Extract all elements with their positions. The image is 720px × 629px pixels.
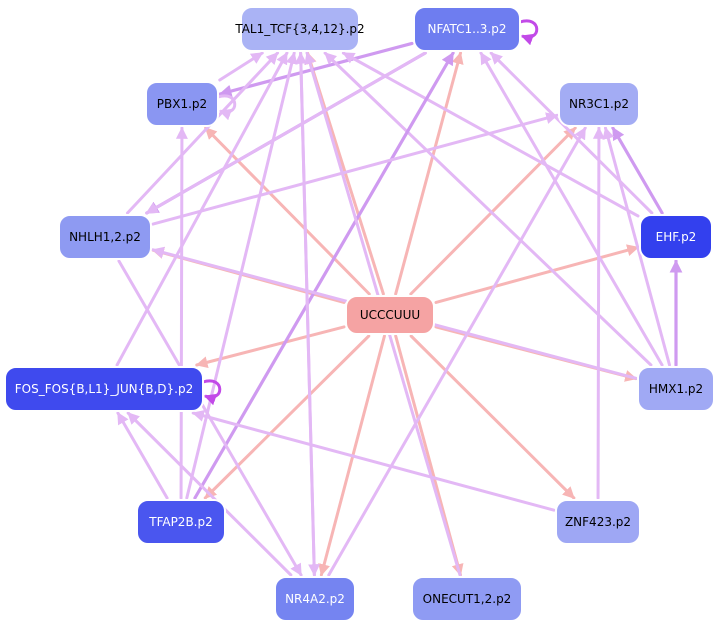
edge-ehf-to-nfatc1 <box>489 51 654 215</box>
node-box-znf423 <box>555 499 641 545</box>
nodes-layer: UCCCUUU TAL1_TCF{3,4,12}.p2 NFATC1..3.p2PB… <box>4 6 715 622</box>
node-tfap2b: TFAP2B.p2 <box>136 499 226 545</box>
edge-hmx1-to-nr3c1 <box>602 126 672 367</box>
self-loop-pbx1 <box>217 94 237 121</box>
edge-nfatc1-to-nhlh1 <box>145 51 427 215</box>
edge-tfap2b-to-nfatc1 <box>193 51 455 500</box>
node-box-onecut1 <box>411 576 523 622</box>
node-pbx1: PBX1.p2 <box>145 81 219 127</box>
node-fos: FOS_FOS{B,L1}_JUN{B,D}.p2 <box>4 366 204 412</box>
node-label-hmx1: HMX1.p2 <box>649 382 703 396</box>
node-label-pbx1: PBX1.p2 <box>157 97 207 111</box>
node-onecut1: ONECUT1,2.p2 <box>411 576 523 622</box>
edge-ucccuuu-to-nfatc1 <box>394 51 464 296</box>
node-box-nhlh1 <box>58 214 152 260</box>
node-nr3c1: NR3C1.p2 <box>558 81 640 127</box>
edge-tfap2b-to-fos <box>116 411 169 500</box>
edge-ucccuuu-to-znf423 <box>409 334 576 500</box>
node-box-pbx1 <box>145 81 219 127</box>
edge-znf423-to-fos <box>191 410 556 512</box>
edge-hmx1-to-nfatc1 <box>479 51 664 367</box>
node-tal1: TAL1_TCF{3,4,12}.p2 <box>234 6 365 52</box>
node-box-ehf <box>639 214 713 260</box>
node-box-tfap2b <box>136 499 226 545</box>
node-label-tfap2b: TFAP2B.p2 <box>148 515 213 529</box>
edge-nhlh1-to-nr3c1 <box>151 112 559 226</box>
node-label-ucccuuu: UCCCUUU <box>360 308 420 322</box>
node-label-nhlh1: NHLH1,2.p2 <box>69 230 141 244</box>
node-box-nfatc1 <box>413 6 521 52</box>
edge-tfap2b-to-tal1 <box>185 51 298 500</box>
edge-nr4a2-to-nr3c1 <box>327 126 587 577</box>
edge-nfatc1-to-pbx1 <box>218 41 414 98</box>
node-box-ucccuuu <box>345 295 435 335</box>
node-nfatc1: NFATC1..3.p2 <box>413 6 521 52</box>
edge-ucccuuu-to-nr3c1 <box>409 126 577 296</box>
edge-tal1-to-nr4a2 <box>299 51 321 577</box>
node-box-tal1 <box>240 6 360 52</box>
node-nr4a2: NR4A2.p2 <box>274 576 356 622</box>
node-box-nr4a2 <box>274 576 356 622</box>
edge-hmx1-to-tal1 <box>323 51 653 367</box>
edge-pbx1-to-tal1 <box>218 51 264 82</box>
edge-ucccuuu-to-pbx1 <box>204 126 371 296</box>
node-ehf: EHF.p2 <box>639 214 713 260</box>
node-hmx1: HMX1.p2 <box>637 366 715 412</box>
node-box-hmx1 <box>637 366 715 412</box>
edge-ucccuuu-to-ehf <box>434 244 640 304</box>
node-ucccuuu: UCCCUUU <box>345 295 435 335</box>
edge-nr4a2-to-fos <box>126 411 293 577</box>
edges-layer <box>115 41 683 577</box>
edge-znf423-to-nr3c1 <box>592 126 605 500</box>
edge-fos-to-tal1 <box>115 51 289 367</box>
node-box-fos <box>4 366 204 412</box>
self-loop-nfatc1 <box>519 19 539 46</box>
node-label-nr3c1: NR3C1.p2 <box>569 97 629 111</box>
self-loops-layer <box>202 19 539 406</box>
edge-tfap2b-to-pbx1 <box>175 126 188 500</box>
edge-nhlh1-to-tal1 <box>126 51 279 215</box>
node-label-onecut1: ONECUT1,2.p2 <box>423 592 512 606</box>
node-label-nfatc1: NFATC1..3.p2 <box>427 22 506 36</box>
node-label-fos: FOS_FOS{B,L1}_JUN{B,D}.p2 <box>15 382 194 396</box>
edge-nhlh1-to-nr4a2 <box>117 259 303 577</box>
node-box-nr3c1 <box>558 81 640 127</box>
node-label-znf423: ZNF423.p2 <box>565 515 631 529</box>
edge-ucccuuu-to-tfap2b <box>203 334 371 500</box>
edge-ehf-to-nr3c1 <box>611 126 664 215</box>
self-loop-fos <box>202 379 222 406</box>
node-znf423: ZNF423.p2 <box>555 499 641 545</box>
node-label-tal1: TAL1_TCF{3,4,12}.p2 <box>234 22 364 36</box>
node-nhlh1: NHLH1,2.p2 <box>58 214 152 260</box>
node-label-ehf: EHF.p2 <box>656 230 697 244</box>
node-label-nr4a2: NR4A2.p2 <box>285 592 345 606</box>
